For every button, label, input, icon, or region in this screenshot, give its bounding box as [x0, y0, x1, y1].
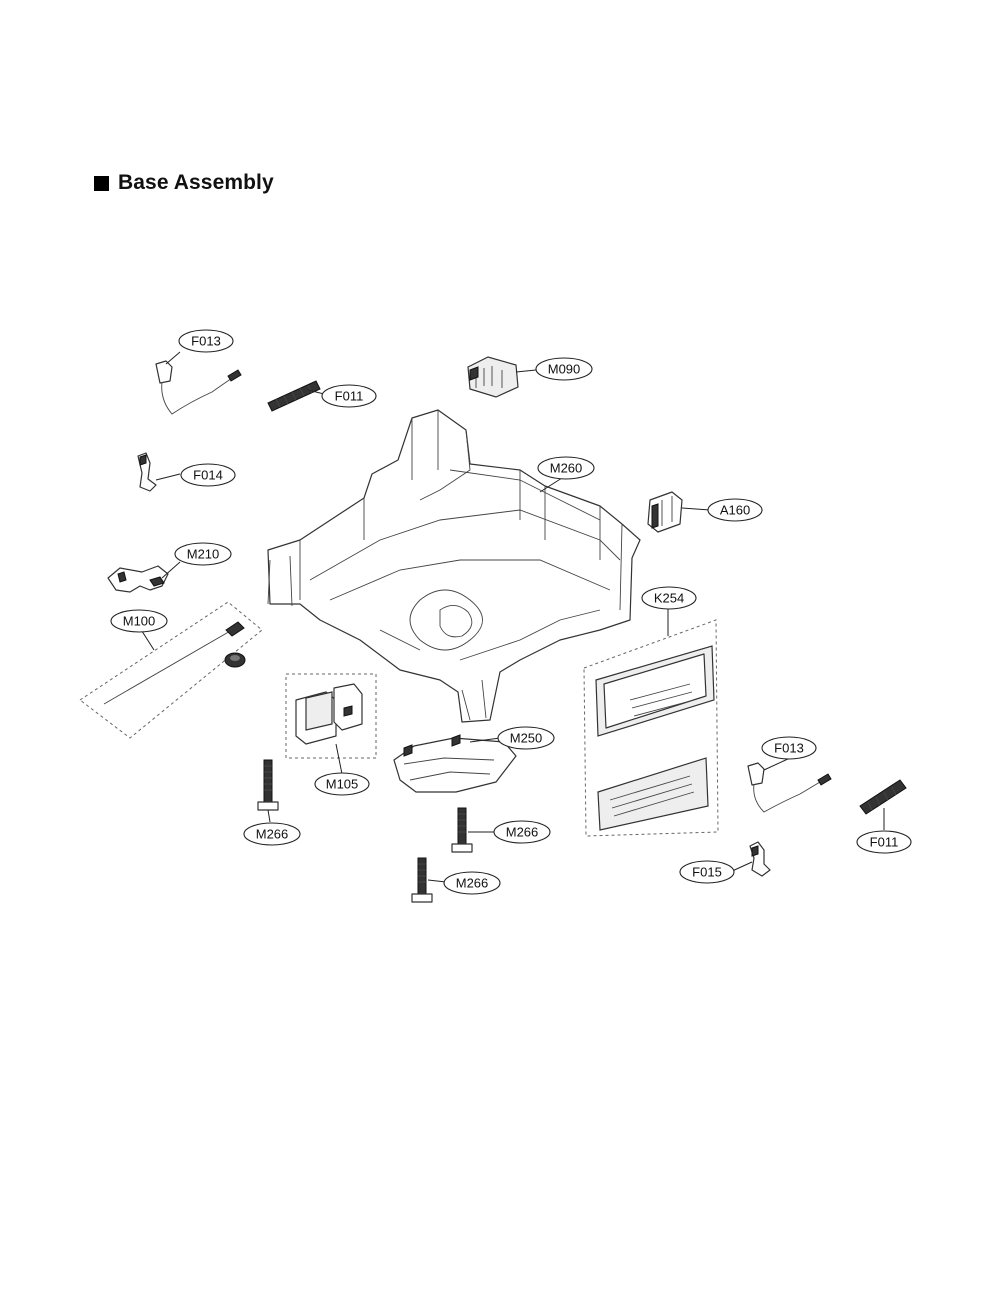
part-f013-right — [747, 762, 832, 813]
part-m100-group — [79, 601, 263, 739]
callout-m266-mid: M266 — [493, 820, 551, 844]
callout-m210: M210 — [174, 542, 232, 566]
svg-text:F015: F015 — [692, 865, 722, 880]
part-m210 — [107, 565, 169, 593]
part-m105-group — [285, 673, 377, 759]
callout-f011-right: F011 — [856, 830, 912, 854]
part-f011-right — [859, 779, 907, 815]
square-bullet-icon — [94, 175, 109, 191]
callout-a160: A160 — [707, 498, 763, 522]
section-title: Base Assembly — [94, 168, 274, 198]
svg-text:F011: F011 — [335, 389, 364, 404]
callout-m266-bottom: M266 — [443, 871, 501, 895]
svg-text:M210: M210 — [187, 547, 220, 562]
svg-text:F013: F013 — [191, 334, 221, 349]
callout-k254: K254 — [641, 586, 697, 610]
callout-f011-top: F011 — [321, 384, 377, 408]
svg-text:M105: M105 — [326, 777, 359, 792]
svg-text:M266: M266 — [506, 825, 539, 840]
part-m260-base-frame — [267, 409, 641, 723]
callout-f015: F015 — [679, 860, 735, 884]
callout-m105: M105 — [314, 772, 370, 796]
part-f011-top — [267, 380, 321, 412]
svg-text:F014: F014 — [193, 468, 223, 483]
svg-text:M100: M100 — [123, 614, 156, 629]
part-k254-group — [583, 619, 719, 837]
part-a160 — [647, 491, 683, 533]
svg-text:F013: F013 — [774, 741, 804, 756]
svg-text:A160: A160 — [720, 503, 750, 518]
part-m250 — [393, 734, 517, 793]
part-m090 — [467, 356, 519, 398]
svg-text:M250: M250 — [510, 731, 543, 746]
svg-text:M260: M260 — [550, 461, 583, 476]
part-f015 — [749, 841, 771, 877]
callout-f014: F014 — [180, 463, 236, 487]
part-f013-top — [155, 360, 242, 415]
part-m266-screw-bottom — [411, 857, 433, 903]
svg-text:F011: F011 — [870, 835, 899, 850]
callout-m266-left: M266 — [243, 822, 301, 846]
svg-text:K254: K254 — [654, 591, 684, 606]
callout-f013-top: F013 — [178, 329, 234, 353]
svg-text:M090: M090 — [548, 362, 581, 377]
callout-m260: M260 — [537, 456, 595, 480]
callout-m090: M090 — [535, 357, 593, 381]
part-m266-screw-left — [257, 759, 279, 811]
part-m266-screw-mid — [451, 807, 473, 853]
callout-m100: M100 — [110, 609, 168, 633]
callout-m250: M250 — [497, 726, 555, 750]
part-f014 — [137, 452, 157, 492]
callout-f013-right: F013 — [761, 736, 817, 760]
section-title-text: Base Assembly — [118, 171, 274, 194]
svg-text:M266: M266 — [456, 876, 489, 891]
svg-text:M266: M266 — [256, 827, 289, 842]
